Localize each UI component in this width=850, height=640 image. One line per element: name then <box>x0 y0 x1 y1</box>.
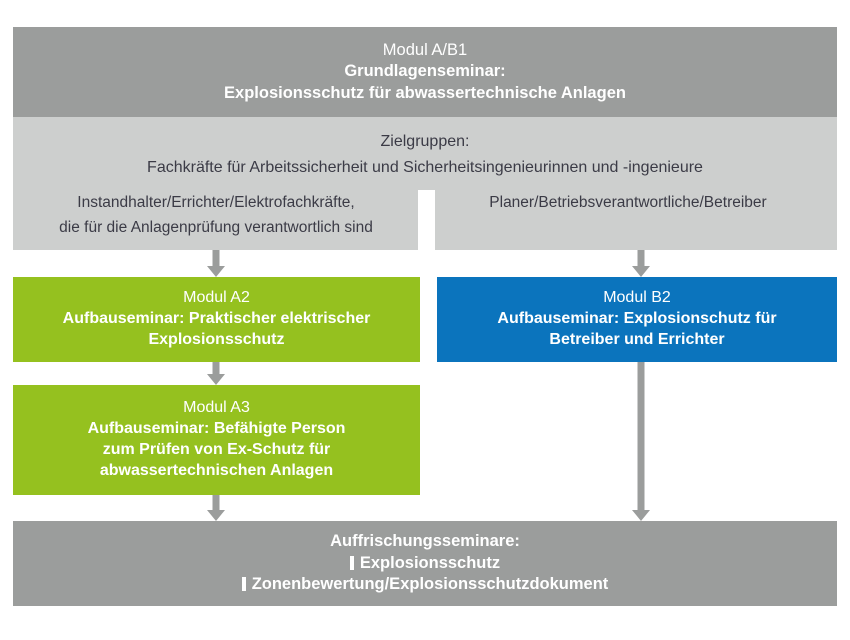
refresher-heading: Auffrischungsseminare: <box>330 532 520 551</box>
refresher-item-1: Explosionsschutz <box>359 553 501 572</box>
module-a3-code: Modul A3 <box>183 399 250 417</box>
target-group-right: Planer/Betriebsverantwortliche/Betreiber <box>419 190 837 240</box>
target-groups-columns: Instandhalter/Errichter/Elektrofachkräft… <box>13 190 837 240</box>
module-a3-line4: abwassertechnischen Anlagen <box>99 461 334 479</box>
target-group-left-line2: die für die Anlagenprüfung verantwortlic… <box>59 219 373 237</box>
module-box-b2: Modul B2 Aufbauseminar: Explosionschutz … <box>437 277 837 362</box>
target-group-right-line1: Planer/Betriebsverantwortliche/Betreiber <box>489 194 767 211</box>
target-groups-subheading: Fachkräfte für Arbeitssicherheit und Sic… <box>147 158 703 176</box>
refresher-item-2-row: Zonenbewertung/Explosionsschutzdokument <box>241 574 609 595</box>
refresher-item-1-row: Explosionsschutz <box>349 553 501 574</box>
target-groups-heading-wrap: Zielgruppen: Fachkräfte für Arbeitssiche… <box>13 117 837 181</box>
module-b2-code: Modul B2 <box>603 289 671 307</box>
target-group-left: Instandhalter/Errichter/Elektrofachkräft… <box>13 190 419 240</box>
target-group-left-line1: Instandhalter/Errichter/Elektrofachkräft… <box>77 194 355 211</box>
module-a3-line2: Aufbauseminar: Befähigte Person <box>87 420 346 438</box>
module-a3-line3: zum Prüfen von Ex-Schutz für <box>102 441 331 458</box>
module-b2-line2: Aufbauseminar: Explosionschutz für <box>497 310 777 328</box>
refresher-seminars-box: Auffrischungsseminare: Explosionsschutz … <box>13 521 837 606</box>
module-ab1-subtitle: Grundlagenseminar: <box>344 62 506 81</box>
bullet-icon <box>349 555 354 570</box>
module-a2-line3: Explosionsschutz <box>148 330 285 348</box>
target-groups-heading: Zielgruppen: <box>380 133 470 150</box>
refresher-item-2: Zonenbewertung/Explosionsschutzdokument <box>251 575 609 594</box>
module-a2-code: Modul A2 <box>183 289 250 307</box>
target-groups-divider-notch <box>418 190 435 250</box>
bullet-icon <box>241 577 246 592</box>
module-ab1-code: Modul A/B1 <box>382 40 468 59</box>
module-a2-line2: Aufbauseminar: Praktischer elektrischer <box>62 310 371 328</box>
module-box-a2: Modul A2 Aufbauseminar: Praktischer elek… <box>13 277 420 362</box>
module-box-a3: Modul A3 Aufbauseminar: Befähigte Person… <box>13 385 420 495</box>
module-ab1-topic: Explosionsschutz für abwassertechnische … <box>224 83 626 102</box>
module-b2-line3: Betreiber und Errichter <box>549 330 725 348</box>
module-box-ab1: Modul A/B1 Grundlagenseminar: Explosions… <box>13 27 837 117</box>
